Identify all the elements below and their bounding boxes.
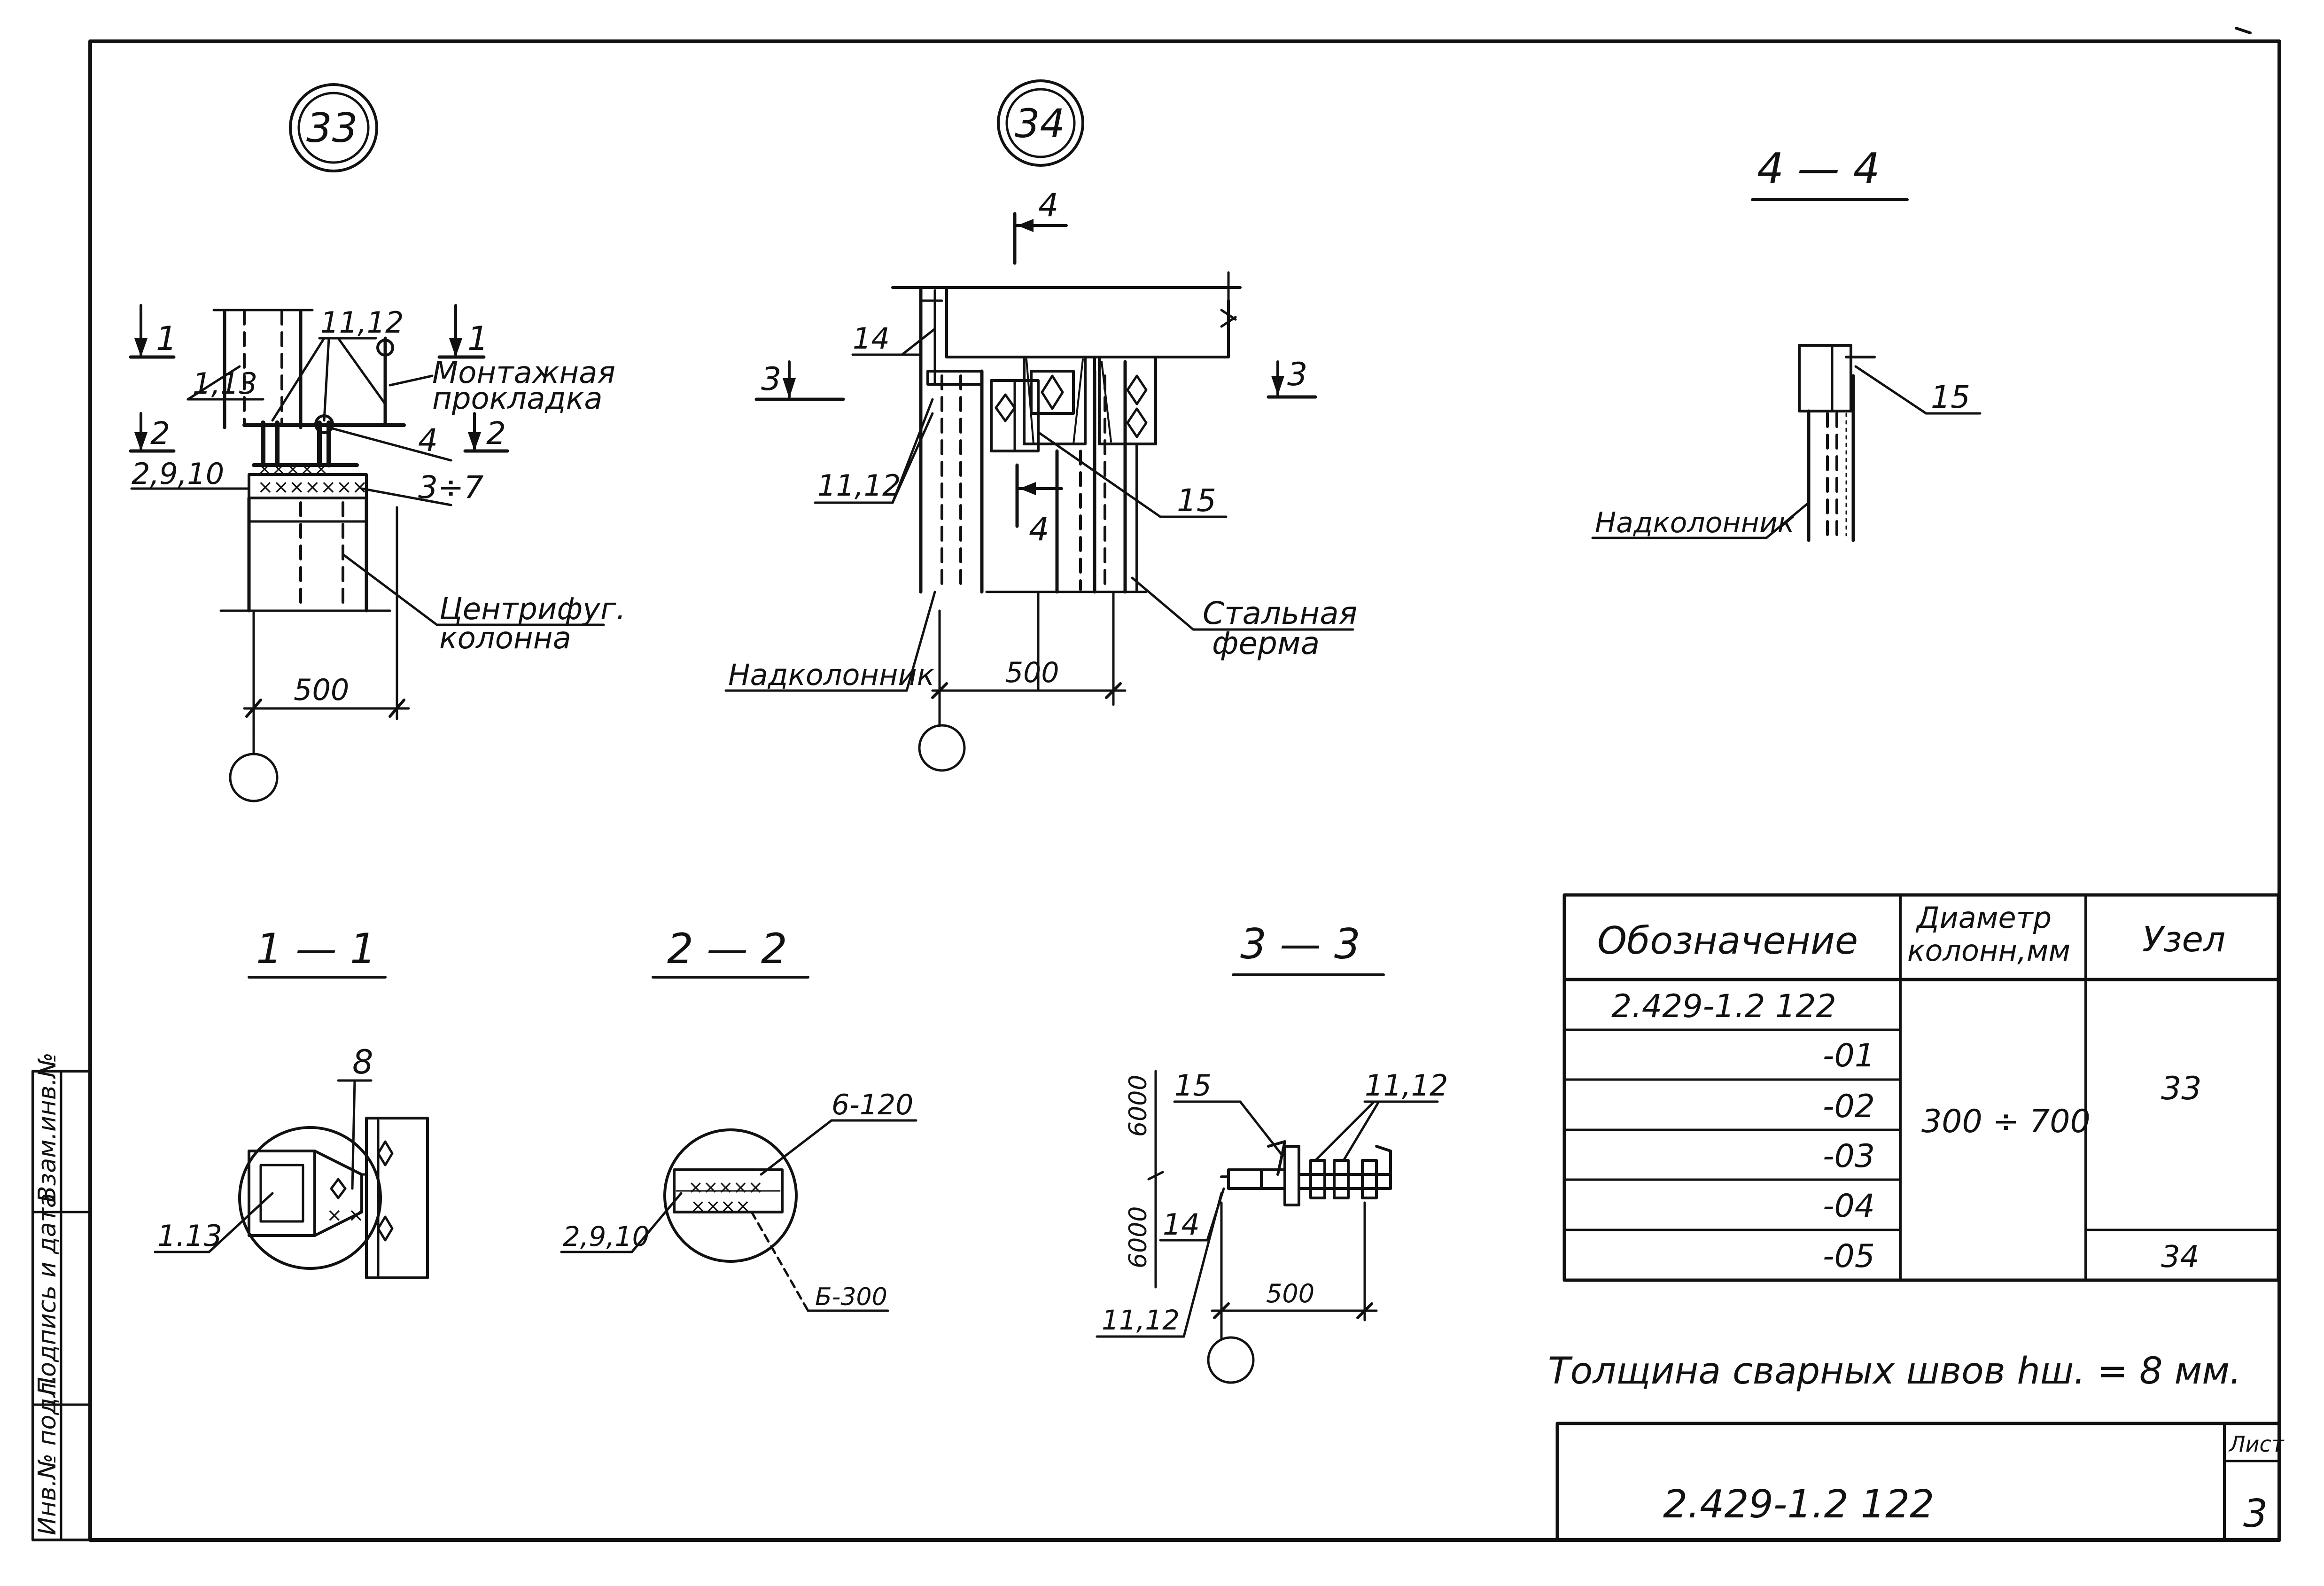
node-33-section-2-right: 2: [486, 415, 506, 451]
title-block-sheet-label: Лист: [2228, 1431, 2285, 1457]
node-34-top-chord: [891, 271, 1242, 358]
node-33-number: 33: [306, 105, 358, 152]
svg-text:×××××: ×××××: [257, 459, 328, 479]
node-33-marker: [289, 83, 378, 172]
node-34-marker: [997, 79, 1084, 167]
callout-15-n34: 15: [1177, 482, 1216, 519]
node-34-section-3-left: 3: [761, 361, 781, 398]
section-3-3-dim-500: 500: [1266, 1279, 1314, 1308]
node-33-base: ××××××× ×××××: [248, 459, 368, 499]
section-3-3-callout-11-12-top: 11,12: [1365, 1068, 1448, 1103]
node-34: 34 4: [724, 79, 1357, 772]
table-row-designation: -01: [1823, 1037, 1875, 1074]
stamp-cell-replaced: Взам.инв.№: [33, 1052, 62, 1203]
table-row-designation: -03: [1823, 1138, 1875, 1175]
node-34-number: 34: [1015, 101, 1065, 147]
section-3-3-dim-top: 6000: [1124, 1075, 1152, 1137]
node-33: 33 ××××××× ×××××: [129, 83, 626, 802]
side-stamp: Инв.№ подл. Подпись и дата Взам.инв.№: [31, 1052, 92, 1541]
node-34-section-4-label: 4: [1038, 187, 1058, 224]
callout-truss-line1: Стальная: [1203, 595, 1357, 631]
node-33-dim-500: 500: [294, 673, 349, 707]
callout-1-13: 1,13: [193, 366, 257, 401]
table-row-designation: -05: [1823, 1238, 1875, 1275]
sheet-frame: [88, 27, 2281, 1542]
node-34-section-4-lower: 4: [1015, 463, 1063, 548]
section-1-1-callout-1-13: 1.13: [157, 1219, 222, 1253]
node-34-section-3-right: 3: [1287, 356, 1307, 393]
svg-text:× ×: × ×: [326, 1205, 364, 1226]
section-4-4-nadkolonnik: Надколонник: [1595, 506, 1795, 539]
svg-text:×××××: ×××××: [688, 1177, 763, 1197]
node-33-dimension: 500: [229, 506, 410, 802]
node-33-section-1-left: 1: [156, 319, 177, 358]
callout-column-line2: колонна: [439, 621, 571, 656]
callout-nadkolonnik-n34: Надколонник: [728, 658, 935, 692]
section-3-3-callout-15: 15: [1174, 1068, 1212, 1103]
table-diameter-value: 300 ÷ 700: [1921, 1103, 2091, 1140]
node-33-section-marks: 1 1 2 2: [129, 304, 509, 453]
section-1-1-title: 1 — 1: [256, 925, 376, 973]
callout-column-line1: Центрифуг.: [439, 592, 626, 627]
section-4-4: 4 — 4 15 Надколонник: [1591, 144, 1982, 542]
callout-14: 14: [853, 321, 890, 356]
table-header-node: Узел: [2142, 919, 2225, 960]
node-33-axis-marker: [229, 753, 279, 802]
node-34-callouts: 14 11,12 15 Надколонник Стальная ферма: [724, 321, 1357, 692]
node-33-section-2-left: 2: [150, 415, 170, 451]
node-34-truss-post: [985, 356, 1157, 692]
weld-thickness-note: Толщина сварных швов hш. = 8 мм.: [1548, 1350, 2241, 1392]
section-2-2-callout-2-9-10: 2,9,10: [563, 1221, 649, 1252]
section-2-2: 2 — 2 ××××× ×××× 6-120 2,9,10 Б-300: [560, 925, 917, 1312]
table-node-34: 34: [2161, 1240, 2199, 1275]
title-block-sheet-number: 3: [2243, 1492, 2268, 1536]
title-block: 2.429-1.2 122 Лист 3: [1555, 1422, 2285, 1542]
node-33-section-1-right: 1: [467, 319, 489, 358]
node-33-callouts: 1,13 11,12 Монтажная прокладка 4 2,9,10 …: [130, 305, 626, 656]
callout-2-9-10: 2,9,10: [132, 457, 224, 491]
section-3-3-callout-11-12-bottom: 11,12: [1102, 1304, 1180, 1336]
table-node-33: 33: [2161, 1070, 2202, 1107]
stamp-cell-signature: Подпись и дата: [33, 1193, 62, 1395]
section-2-2-callout-6-120: 6-120: [832, 1088, 913, 1121]
node-34-dimension: 500: [918, 591, 1127, 772]
node-34-section-3-marks: 3 3: [754, 356, 1317, 401]
section-1-1: 1 — 1 × × 8 1.13: [154, 925, 429, 1279]
callout-4: 4: [418, 422, 438, 459]
table-header-diameter-line2: колонн,мм: [1907, 933, 2070, 968]
table-row-designation: 2.429-1.2 122: [1611, 988, 1836, 1025]
callout-3-7: 3÷7: [418, 469, 483, 505]
table-header-diameter-line1: Диаметр: [1915, 901, 2052, 935]
section-2-2-title: 2 — 2: [667, 925, 787, 973]
node-34-axis-marker: [918, 724, 966, 772]
callout-truss-line2: ферма: [1212, 625, 1320, 661]
node-33-centrifugal-column: [219, 496, 391, 613]
callout-pad-line1: Монтажная: [432, 356, 615, 390]
table-header-designation: Обозначение: [1597, 919, 1858, 963]
section-3-3-title: 3 — 3: [1240, 920, 1360, 968]
designation-table: Обозначение Диаметр колонн,мм Узел 2.429…: [1562, 893, 2280, 1282]
node-34-section-4-top: 4: [1013, 187, 1068, 265]
callout-11-12-n34: 11,12: [817, 468, 901, 503]
table-row-designation: -02: [1823, 1088, 1875, 1125]
stamp-cell-inv: Инв.№ подл.: [33, 1375, 62, 1535]
title-block-code: 2.429-1.2 122: [1663, 1482, 1934, 1527]
section-3-3: 3 — 3 15 11,12 14 11,12 6000 6000: [1096, 920, 1448, 1384]
section-4-4-callout-15: 15: [1931, 379, 1970, 415]
section-1-1-callout-8: 8: [352, 1043, 373, 1081]
node-34-dim-500: 500: [1005, 656, 1059, 689]
section-2-2-callout-plate: Б-300: [815, 1283, 887, 1311]
svg-text:×××××××: ×××××××: [257, 476, 368, 498]
section-3-3-axis-marker: [1207, 1336, 1255, 1384]
section-3-3-dim-bottom: 6000: [1124, 1206, 1152, 1268]
node-34-section-4-lower-label: 4: [1029, 511, 1049, 548]
section-4-4-title: 4 — 4: [1757, 144, 1880, 194]
table-row-designation: -04: [1823, 1188, 1875, 1225]
section-3-3-callout-14: 14: [1163, 1207, 1200, 1242]
callout-pad-line2: прокладка: [432, 381, 603, 416]
svg-text:××××: ××××: [691, 1196, 750, 1216]
callout-11-12: 11,12: [320, 305, 404, 340]
